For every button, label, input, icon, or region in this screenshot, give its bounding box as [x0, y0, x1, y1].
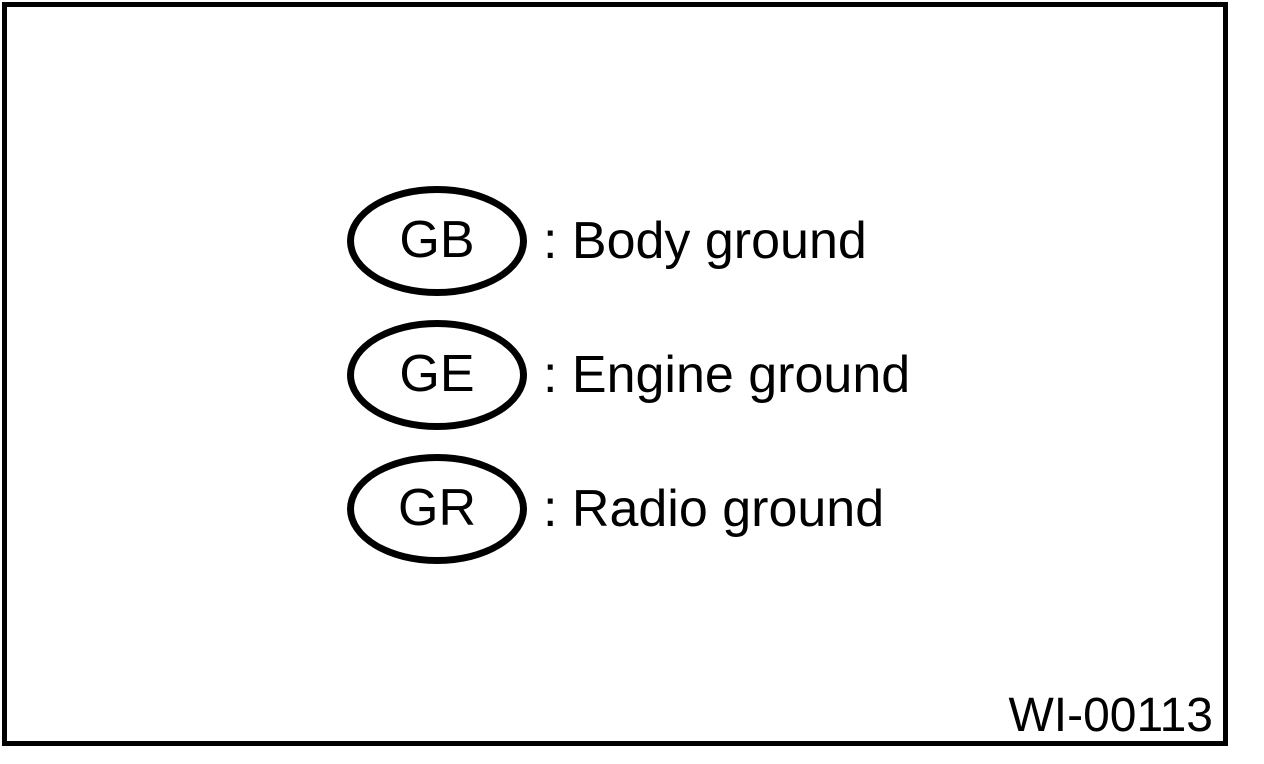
ground-symbol-ellipse: GB [347, 186, 527, 296]
ground-symbol-ellipse: GE [347, 320, 527, 430]
ground-symbol-description: : Body ground [543, 212, 867, 270]
ground-symbol-code: GB [399, 211, 475, 269]
legend-row: GE : Engine ground [347, 320, 910, 430]
ground-symbol-code: GE [399, 345, 475, 403]
ground-symbol-description: : Radio ground [543, 480, 885, 538]
ground-symbol-ellipse: GR [347, 454, 527, 564]
figure-border: GB : Body ground GE : Engine ground GR :… [2, 2, 1228, 746]
legend-row: GB : Body ground [347, 186, 910, 296]
ground-legend: GB : Body ground GE : Engine ground GR :… [347, 186, 910, 564]
ground-symbol-description: : Engine ground [543, 346, 911, 404]
legend-row: GR : Radio ground [347, 454, 910, 564]
ground-symbol-code: GR [398, 479, 476, 537]
figure-code: WI-00113 [1008, 689, 1213, 742]
